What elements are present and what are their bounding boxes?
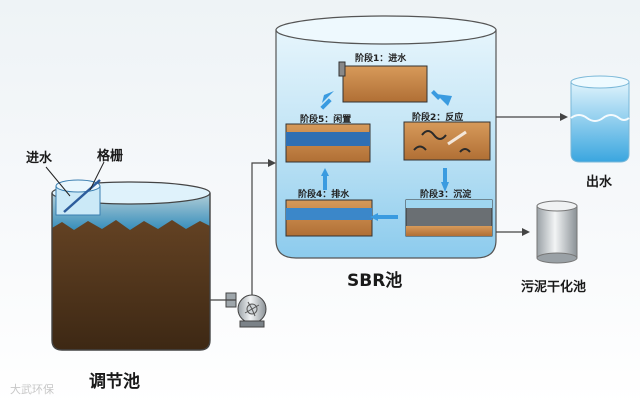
stage5-tank: [285, 123, 371, 163]
stage-cycle-arrows: [320, 90, 452, 221]
stage2-tank: [403, 121, 491, 161]
grille-pointer: [89, 161, 105, 191]
grille-label: 格栅: [97, 149, 124, 164]
arrow-stage3-to-stage4: [370, 213, 378, 221]
sludge-drying-label: 污泥干化池: [521, 280, 587, 295]
stage1-tank: [338, 61, 428, 103]
arrow-stage2-to-stage3: [441, 182, 449, 192]
stage3-label: 阶段3：沉淀: [420, 190, 472, 200]
stage3-tank: [405, 199, 493, 237]
sludge-drying-cylinder: [536, 200, 578, 264]
arrowhead-outlet: [560, 113, 568, 121]
arrowhead-sludge: [522, 228, 530, 236]
stage5-label: 阶段5：闲置: [300, 115, 352, 125]
stage1-label: 阶段1：进水: [355, 54, 407, 64]
stage4-label: 阶段4：排水: [298, 190, 350, 200]
outlet-water-glass: [570, 75, 630, 163]
arrowhead-sbr-inlet: [268, 159, 276, 167]
inlet-label: 进水: [26, 151, 53, 166]
watermark: 大武环保: [10, 383, 54, 396]
sbr-tank-label: SBR池: [347, 271, 403, 291]
equalization-tank: [51, 179, 211, 351]
pump-icon: [225, 292, 267, 328]
outlet-label: 出水: [586, 175, 613, 190]
equalization-tank-label: 调节池: [89, 372, 140, 392]
pipe-riser: [251, 162, 268, 295]
stage4-tank: [285, 199, 373, 237]
stage2-label: 阶段2：反应: [412, 113, 464, 123]
arrow-stage5-to-stage1: [322, 91, 334, 103]
grille-bar: [63, 179, 101, 213]
arrow-stage4-to-stage5: [321, 168, 329, 176]
inlet-pointer: [45, 166, 71, 197]
